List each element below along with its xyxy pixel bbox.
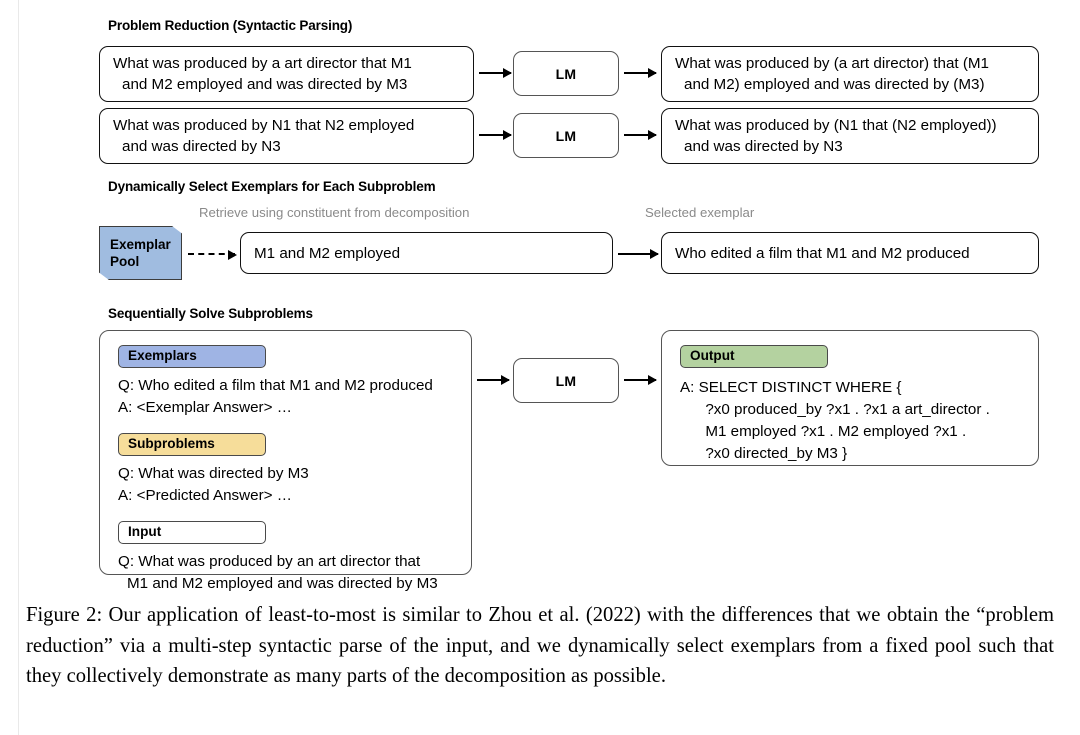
badge-subproblems: Subproblems xyxy=(118,433,266,456)
arrow-pool-to-constituent xyxy=(188,253,235,255)
subproblems-answer: A: <Predicted Answer> … xyxy=(118,487,292,504)
arrow-lm-to-output-1 xyxy=(624,72,656,75)
constituent-box: M1 and M2 employed xyxy=(240,232,613,274)
arrow-input-to-lm-2 xyxy=(479,134,511,137)
section-title-problem-reduction: Problem Reduction (Syntactic Parsing) xyxy=(108,18,353,33)
problem-reduction-output-text-2: What was produced by (N1 that (N2 employ… xyxy=(675,117,997,155)
badge-input: Input xyxy=(118,521,266,544)
output-panel: Output A: SELECT DISTINCT WHERE { ?x0 pr… xyxy=(661,330,1039,466)
arrow-lm-to-output xyxy=(624,379,656,382)
problem-reduction-input-box-2: What was produced by N1 that N2 employed… xyxy=(99,108,474,164)
exemplars-answer: A: <Exemplar Answer> … xyxy=(118,399,292,416)
arrow-constituent-to-exemplar xyxy=(618,253,658,256)
spacer-exemplars-subproblems xyxy=(118,419,455,433)
lm-box-1: LM xyxy=(513,51,619,96)
arrow-prompt-to-lm xyxy=(477,379,509,382)
selected-exemplar-text: Who edited a film that M1 and M2 produce… xyxy=(675,244,970,262)
problem-reduction-output-text-1: What was produced by (a art director) th… xyxy=(675,55,989,93)
selected-exemplar-caption: Selected exemplar xyxy=(645,205,755,220)
problem-reduction-output-box-2: What was produced by (N1 that (N2 employ… xyxy=(661,108,1039,164)
section-title-sequential-solve: Sequentially Solve Subproblems xyxy=(108,306,313,321)
badge-exemplars: Exemplars xyxy=(118,345,266,368)
lm-box-3: LM xyxy=(513,358,619,403)
constituent-text: M1 and M2 employed xyxy=(254,244,401,262)
output-sparql-text: A: SELECT DISTINCT WHERE { ?x0 produced_… xyxy=(680,379,990,462)
selected-exemplar-box: Who edited a film that M1 and M2 produce… xyxy=(661,232,1039,274)
exemplar-pool-label-line1: Exemplar xyxy=(110,237,171,252)
prompt-panel: Exemplars Q: Who edited a film that M1 a… xyxy=(99,330,472,592)
arrow-input-to-lm-1 xyxy=(479,72,511,75)
problem-reduction-output-box-1: What was produced by (a art director) th… xyxy=(661,46,1039,102)
badge-output: Output xyxy=(680,345,828,368)
spacer-subproblems-input xyxy=(118,507,455,521)
exemplar-pool-label-line2: Pool xyxy=(110,254,140,269)
lm-box-2: LM xyxy=(513,113,619,158)
figure-caption: Figure 2: Our application of least-to-mo… xyxy=(26,604,1054,687)
problem-reduction-input-text-2: What was produced by N1 that N2 employed… xyxy=(113,117,415,155)
problem-reduction-input-box-1: What was produced by a art director that… xyxy=(99,46,474,102)
page-margin-rule xyxy=(18,0,19,735)
arrow-lm-to-output-2 xyxy=(624,134,656,137)
subproblems-question: Q: What was directed by M3 xyxy=(118,465,309,482)
exemplars-question: Q: Who edited a film that M1 and M2 prod… xyxy=(118,377,433,394)
retrieve-caption: Retrieve using constituent from decompos… xyxy=(199,205,470,220)
section-title-dynamic-select: Dynamically Select Exemplars for Each Su… xyxy=(108,179,436,194)
exemplar-pool-shape[interactable]: Exemplar Pool xyxy=(99,226,182,280)
input-question: Q: What was produced by an art director … xyxy=(118,553,438,592)
problem-reduction-input-text-1: What was produced by a art director that… xyxy=(113,55,412,93)
